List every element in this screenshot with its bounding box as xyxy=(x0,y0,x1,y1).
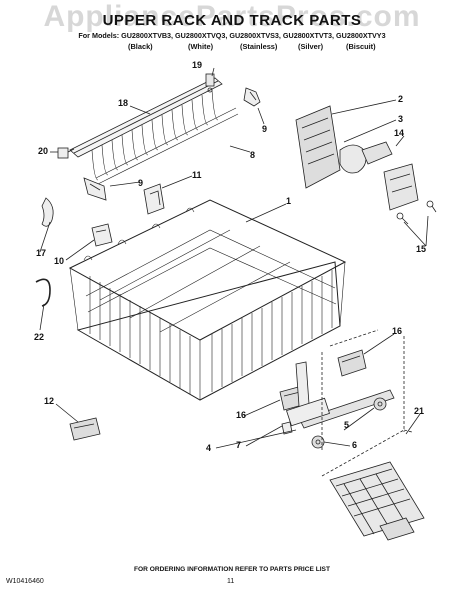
part-clip-17 xyxy=(41,197,54,227)
part-spray-arm-bracket xyxy=(295,105,393,189)
callout-1: 1 xyxy=(286,196,291,206)
watermark: AppliancePartsPros.com xyxy=(43,0,421,33)
callout-18: 18 xyxy=(118,98,128,108)
part-wheel-5 xyxy=(373,397,387,411)
callout-10: 10 xyxy=(54,256,64,266)
part-mounting-bracket-14 xyxy=(383,163,419,211)
document-code: W10416460 xyxy=(6,578,44,585)
ordering-note: FOR ORDERING INFORMATION REFER TO PARTS … xyxy=(134,566,330,573)
color-label-white: (White) xyxy=(188,42,214,51)
callout-8: 8 xyxy=(250,150,255,160)
callout-labels: 19 18 9 2 3 14 20 8 11 9 1 17 10 15 22 1… xyxy=(34,60,426,453)
callout-15: 15 xyxy=(416,244,426,254)
callout-4: 4 xyxy=(206,443,211,453)
color-label-stainless: (Stainless) xyxy=(240,42,278,51)
callout-16-upper: 16 xyxy=(392,326,402,336)
part-top-rail xyxy=(65,77,223,158)
callout-14: 14 xyxy=(394,128,404,138)
callout-9-top: 9 xyxy=(262,124,267,134)
callout-2: 2 xyxy=(398,94,403,104)
part-clip-9-upper xyxy=(243,87,261,107)
part-adjuster-16-upper xyxy=(337,349,367,377)
callout-5: 5 xyxy=(344,420,349,430)
part-upper-rack xyxy=(68,199,347,401)
models-line: For Models: GU2800XTVB3, GU2800XTVQ3, GU… xyxy=(78,31,386,40)
part-track-4 xyxy=(286,361,395,429)
part-stop-7 xyxy=(281,421,293,435)
part-clip-12 xyxy=(69,417,101,441)
color-label-black: (Black) xyxy=(128,42,153,51)
callout-17: 17 xyxy=(36,248,46,258)
part-clip-9-lower xyxy=(83,177,107,201)
callout-20: 20 xyxy=(38,146,48,156)
callout-21: 21 xyxy=(414,406,424,416)
part-clip-11 xyxy=(143,183,165,215)
page-title: UPPER RACK AND TRACK PARTS xyxy=(102,12,362,29)
callout-19: 19 xyxy=(192,60,202,70)
part-clip-19 xyxy=(205,73,215,93)
part-hook-22 xyxy=(35,278,51,307)
callout-16-lower: 16 xyxy=(236,410,246,420)
color-label-biscuit: (Biscuit) xyxy=(346,42,376,51)
color-label-silver: (Silver) xyxy=(298,42,324,51)
part-clip-10 xyxy=(91,223,113,247)
callout-9-mid: 9 xyxy=(138,178,143,188)
callout-7: 7 xyxy=(236,440,241,450)
callout-22: 22 xyxy=(34,332,44,342)
part-screws-15 xyxy=(396,200,437,225)
callout-3: 3 xyxy=(398,114,403,124)
part-cup-shelf-21 xyxy=(329,461,425,541)
part-tab-20 xyxy=(57,147,69,159)
callout-12: 12 xyxy=(44,396,54,406)
page-number: 11 xyxy=(227,578,235,585)
callout-6: 6 xyxy=(352,440,357,450)
part-wheel-6 xyxy=(311,435,325,449)
part-tine-row xyxy=(91,89,239,185)
callout-11: 11 xyxy=(192,170,202,180)
